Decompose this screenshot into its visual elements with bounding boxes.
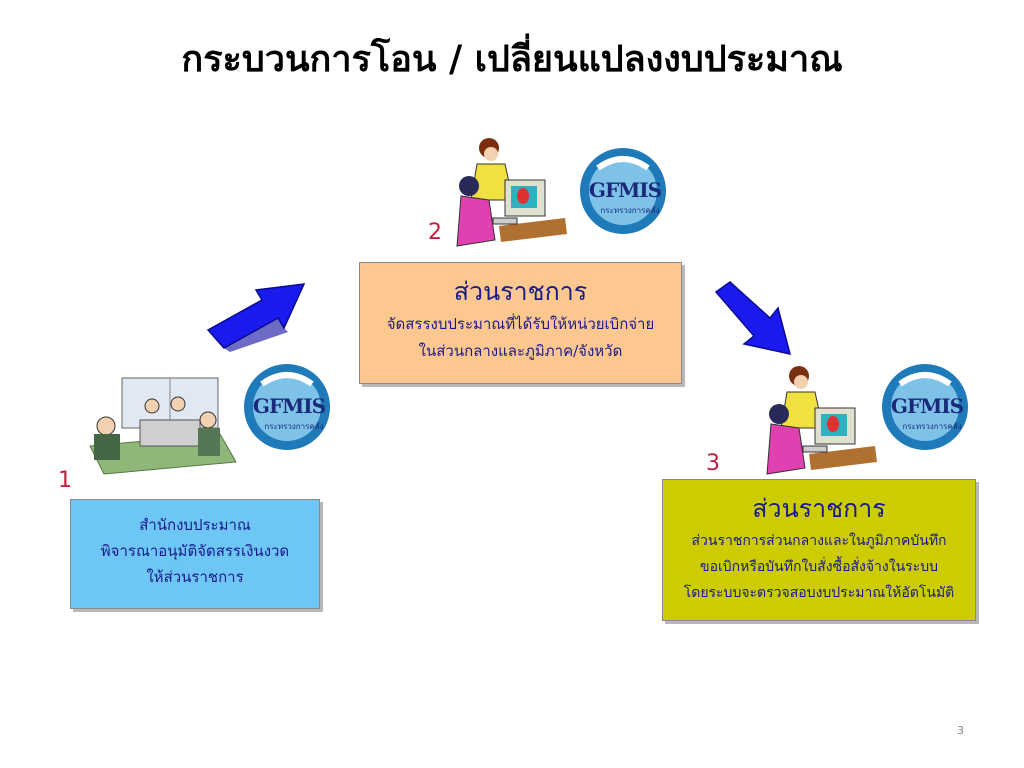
computer-users-illustration-icon	[766, 366, 877, 475]
step-line: โดยระบบจะตรวจสอบงบประมาณให้อัตโนมัติ	[683, 585, 955, 601]
step-box-budget-bureau: สำนักงบประมาณ พิจารณาอนุมัติจัดสรรเงินงว…	[70, 499, 320, 609]
step-head: สำนักงบประมาณ	[139, 516, 251, 534]
step-line: ส่วนราชการส่วนกลางและในภูมิภาคบันทึก	[691, 533, 947, 549]
page-title: กระบวนการโอน / เปลี่ยนแปลงงบประมาณ	[181, 38, 843, 80]
gfmis-logo: GFMIS กระทรวงการคลัง	[578, 146, 668, 236]
step-line: พิจารณาอนุมัติจัดสรรเงินงวด	[100, 542, 290, 560]
meeting-illustration-icon	[89, 377, 237, 475]
arrow-down-right-icon	[714, 281, 792, 355]
step-head: ส่วนราชการ	[752, 494, 886, 523]
step-line: จัดสรรงบประมาณที่ได้รับให้หน่วยเบิกจ่าย	[386, 315, 655, 333]
step-line: ให้ส่วนราชการ	[146, 568, 244, 586]
arrow-up-right-icon	[206, 283, 306, 352]
gfmis-logo: GFMIS กระทรวงการคลัง	[880, 362, 970, 452]
step-head: ส่วนราชการ	[453, 277, 588, 306]
page-number: 3	[957, 724, 964, 737]
computer-users-illustration-icon	[456, 138, 567, 247]
step-number: 3	[706, 451, 720, 476]
gfmis-logo: GFMIS กระทรวงการคลัง	[242, 362, 332, 452]
step-line: ในส่วนกลางและภูมิภาค/จังหวัด	[418, 342, 623, 360]
step-box-agency-recording: ส่วนราชการ ส่วนราชการส่วนกลางและในภูมิภา…	[662, 479, 976, 621]
step-box-agency-allocation: ส่วนราชการ จัดสรรงบประมาณที่ได้รับให้หน่…	[359, 262, 682, 384]
step-line: ขอเบิกหรือบันทึกใบสั่งซื้อสั่งจ้างในระบบ	[700, 559, 938, 575]
step-number: 2	[428, 220, 442, 245]
step-number: 1	[58, 468, 72, 493]
